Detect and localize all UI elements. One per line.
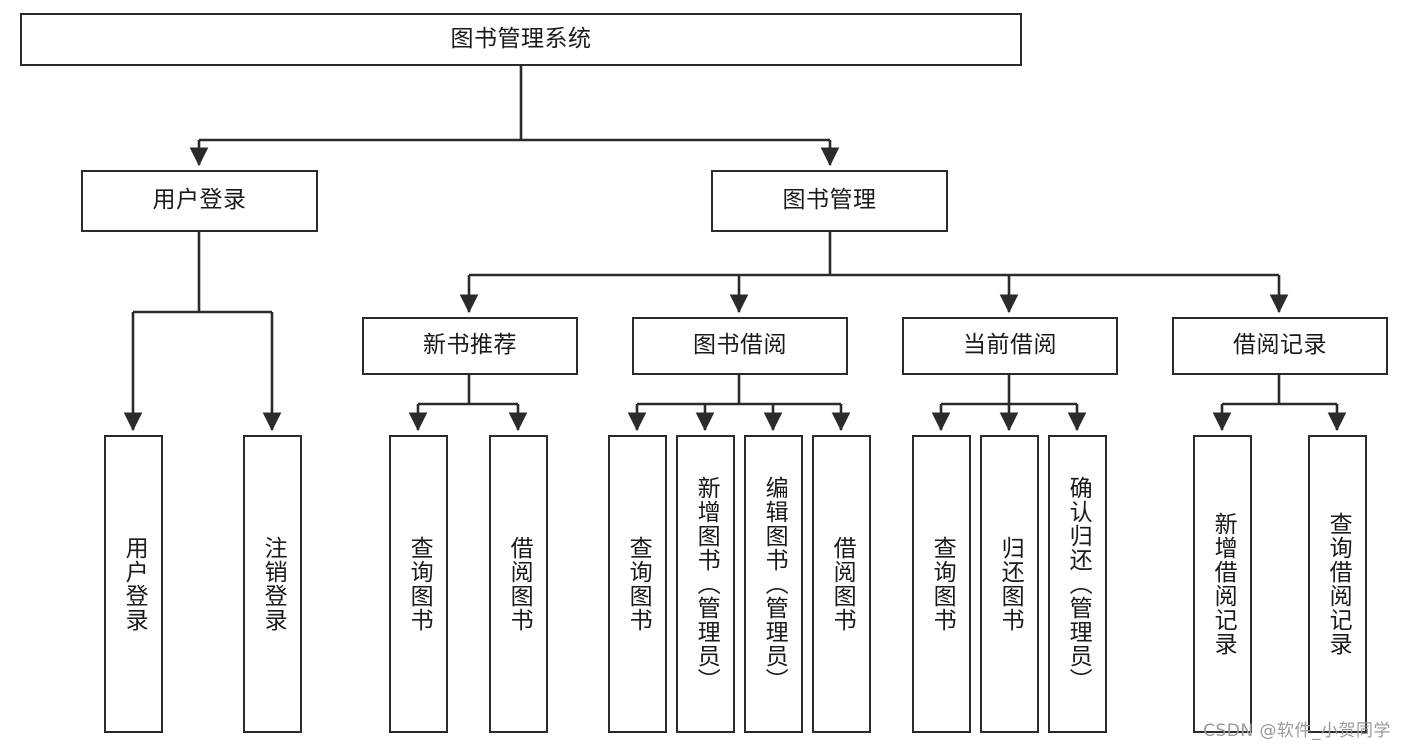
node-label: 查询图书	[929, 536, 956, 632]
leaf-user-login-logout[interactable]: 注销登录	[243, 435, 302, 733]
leaf-current-return-book[interactable]: 归还图书	[980, 435, 1039, 733]
node-user-login[interactable]: 用户登录	[81, 170, 318, 232]
node-label: 图书借阅	[693, 332, 787, 359]
node-label: 图书管理系统	[450, 25, 592, 52]
node-label: 用户登录	[152, 187, 247, 214]
node-label: 新书推荐	[423, 332, 517, 359]
node-book-borrow[interactable]: 图书借阅	[632, 317, 848, 375]
node-label: 用户登录	[121, 536, 148, 632]
node-book-management[interactable]: 图书管理	[711, 170, 948, 232]
leaf-recommend-borrow-book[interactable]: 借阅图书	[489, 435, 548, 733]
leaf-current-query-book[interactable]: 查询图书	[912, 435, 971, 733]
node-label: 当前借阅	[963, 332, 1057, 359]
leaf-borrow-borrow-book[interactable]: 借阅图书	[812, 435, 871, 733]
node-label: 查询图书	[625, 536, 652, 632]
node-label: 归还图书	[997, 536, 1024, 632]
leaf-borrow-query-book[interactable]: 查询图书	[608, 435, 667, 733]
node-label: 借阅图书	[506, 536, 533, 632]
node-root-system[interactable]: 图书管理系统	[20, 13, 1022, 66]
node-new-book-recommend[interactable]: 新书推荐	[362, 317, 578, 375]
node-label: 借阅记录	[1233, 332, 1327, 359]
node-label: 确认归还（管理员）	[1065, 476, 1092, 692]
csdn-watermark: CSDN @软件_小贺同学	[1203, 721, 1391, 741]
node-borrow-record[interactable]: 借阅记录	[1172, 317, 1388, 375]
node-label: 借阅图书	[829, 536, 856, 632]
leaf-borrow-edit-book-admin[interactable]: 编辑图书（管理员）	[744, 435, 803, 733]
leaf-user-login-login[interactable]: 用户登录	[104, 435, 163, 733]
node-current-borrow[interactable]: 当前借阅	[902, 317, 1118, 375]
node-label: 编辑图书（管理员）	[761, 476, 788, 692]
leaf-borrow-add-book-admin[interactable]: 新增图书（管理员）	[676, 435, 735, 733]
node-label: 新增图书（管理员）	[693, 476, 720, 692]
node-label: 新增借阅记录	[1210, 512, 1237, 656]
node-label: 查询图书	[406, 536, 433, 632]
node-label: 注销登录	[260, 536, 287, 632]
node-label: 图书管理	[782, 187, 877, 214]
leaf-record-add-record[interactable]: 新增借阅记录	[1193, 435, 1252, 733]
leaf-record-query-record[interactable]: 查询借阅记录	[1308, 435, 1367, 733]
node-label: 查询借阅记录	[1325, 512, 1352, 656]
leaf-current-confirm-return-admin[interactable]: 确认归还（管理员）	[1048, 435, 1107, 733]
leaf-recommend-query-book[interactable]: 查询图书	[389, 435, 448, 733]
